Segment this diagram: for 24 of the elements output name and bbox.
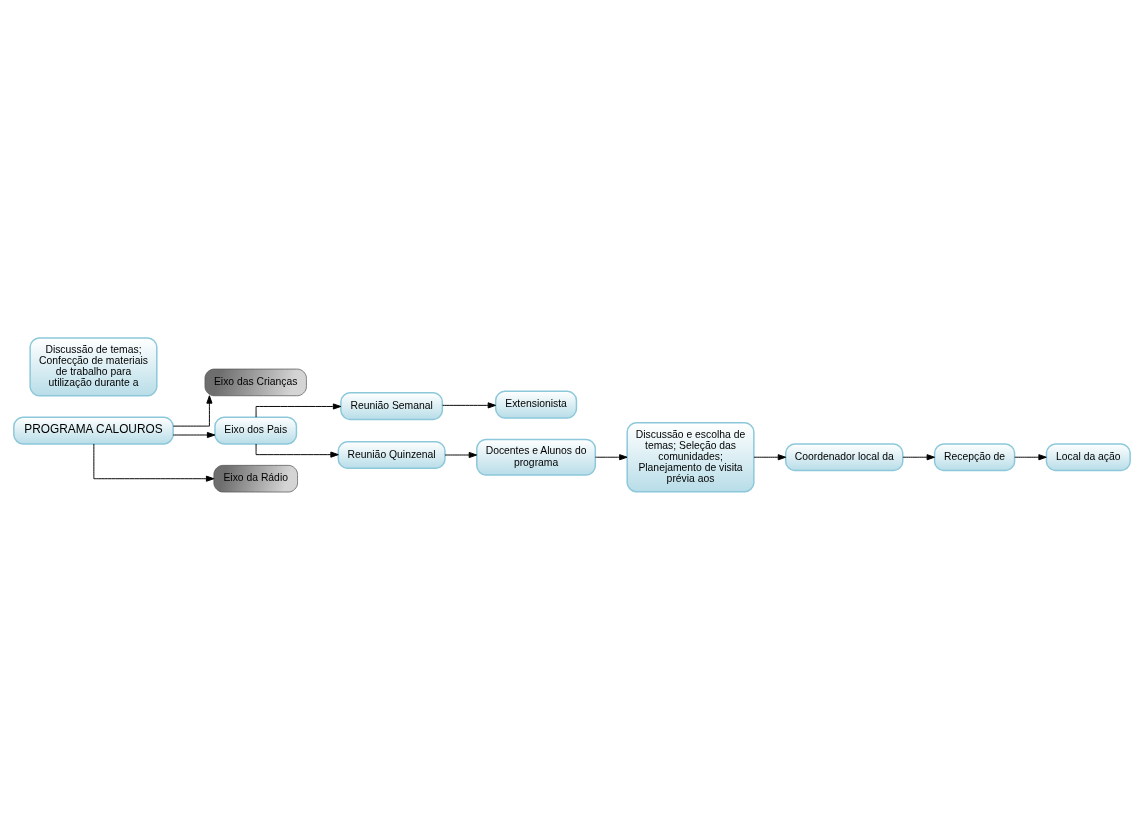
arrow — [1014, 454, 1047, 461]
arrow — [93, 443, 215, 482]
arrow — [444, 451, 478, 459]
node-box: Coordenador local da — [784, 443, 904, 472]
node-box: Eixo da Rádio — [213, 465, 298, 493]
node-box: Discussão de temas; Confecção de materiais de trabalho para utilização durante a — [29, 337, 158, 397]
node-box: Discussão e escolha de temas; Seleção das comunidades; Planejamento de visita prévia aos — [626, 422, 755, 493]
node-box: Reunião Quinzenal — [337, 440, 446, 470]
arrow — [255, 443, 339, 458]
arrow — [753, 454, 787, 461]
node-box: Eixo dos Pais — [214, 416, 298, 445]
node-box: Eixo das Crianças — [204, 368, 307, 397]
node-box: Docentes e Alunos do programa — [476, 438, 597, 476]
node-box: Reunião Semanal — [340, 392, 444, 421]
arrow — [902, 454, 935, 461]
arrow — [172, 395, 213, 427]
arrow — [255, 403, 342, 418]
node-box: PROGRAMA CALOUROS — [13, 416, 174, 445]
node-box: Recepção de — [933, 443, 1016, 472]
arrow — [172, 431, 216, 439]
arrow — [442, 402, 497, 409]
node-box: Local da ação — [1045, 443, 1131, 472]
node-box: Extensionista — [494, 390, 578, 419]
arrow — [594, 454, 628, 461]
